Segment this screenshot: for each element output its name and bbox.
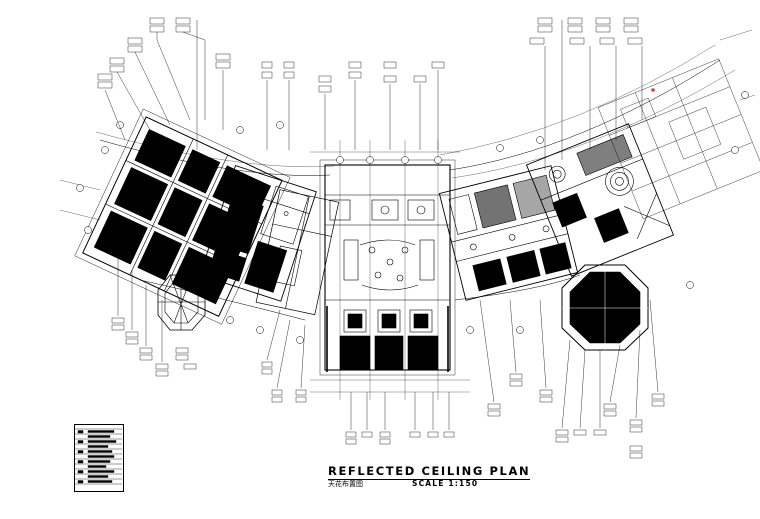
ceiling-panel [114, 167, 169, 222]
drawing-scale: SCALE 1:150 [412, 479, 479, 488]
ceiling-panel [552, 192, 587, 228]
ceiling-panel [407, 335, 439, 371]
ceiling-panel [339, 335, 371, 371]
ceiling-panel [594, 208, 629, 243]
annotation-tags [97, 17, 665, 459]
drawing-subtitle-cn: 天花布置图 [328, 481, 363, 488]
right-octagon [561, 264, 649, 351]
red-marker [651, 88, 655, 92]
drawing-title: REFLECTED CEILING PLAN [328, 464, 531, 480]
ceiling-panel [217, 195, 264, 255]
ceiling-panel [93, 210, 148, 265]
ceiling-panel [177, 149, 221, 194]
ceiling-panel [134, 129, 186, 178]
left-octagon [157, 274, 206, 331]
ceiling-panel [244, 240, 288, 293]
central-block [319, 159, 456, 376]
ceiling-panel [374, 335, 404, 371]
ceiling-panel [472, 258, 507, 292]
legend-box [74, 424, 124, 492]
legend-rows [74, 428, 122, 485]
ceiling-panel [506, 250, 541, 283]
grid-bubbles [76, 91, 749, 344]
grid-lines [59, 29, 756, 400]
ceiling-panel [208, 248, 247, 282]
ceiling-panel [539, 242, 572, 275]
ceiling-panel [157, 187, 203, 238]
ceiling-panel [137, 230, 183, 281]
